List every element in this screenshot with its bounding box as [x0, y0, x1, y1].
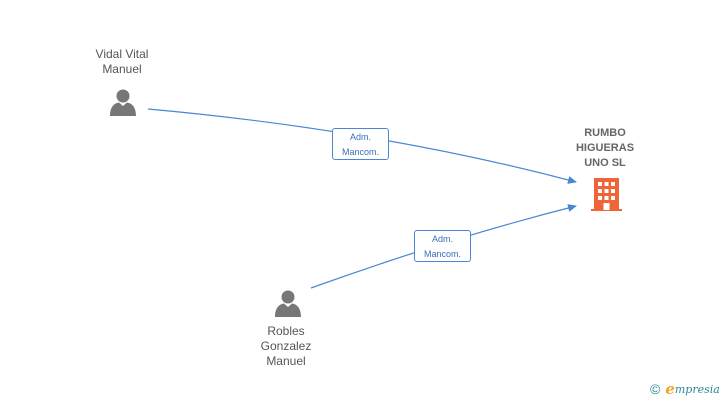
person-name-label[interactable]: Vidal Vital Manuel	[95, 47, 149, 76]
relation-label-line2: Mancom.	[423, 249, 461, 259]
brand-logo: © e mpresia	[650, 380, 720, 398]
brand-name: mpresia	[674, 382, 720, 396]
building-icon[interactable]	[591, 178, 622, 211]
person-name-label[interactable]: Robles Gonzalez Manuel	[260, 324, 312, 368]
copyright-icon: ©	[650, 381, 661, 397]
person-icon[interactable]	[110, 89, 136, 117]
relation-label-line1: Adm.	[431, 234, 453, 244]
company-name-label[interactable]: RUMBO HIGUERAS UNO SL	[575, 127, 635, 169]
person-icon[interactable]	[275, 290, 301, 318]
brand-initial: e	[665, 380, 675, 398]
relation-label: Adm. Mancom.	[414, 230, 471, 262]
relation-label-line1: Adm.	[349, 132, 371, 142]
relation-label: Adm. Mancom.	[332, 128, 389, 160]
relation-label-line2: Mancom.	[341, 147, 379, 157]
